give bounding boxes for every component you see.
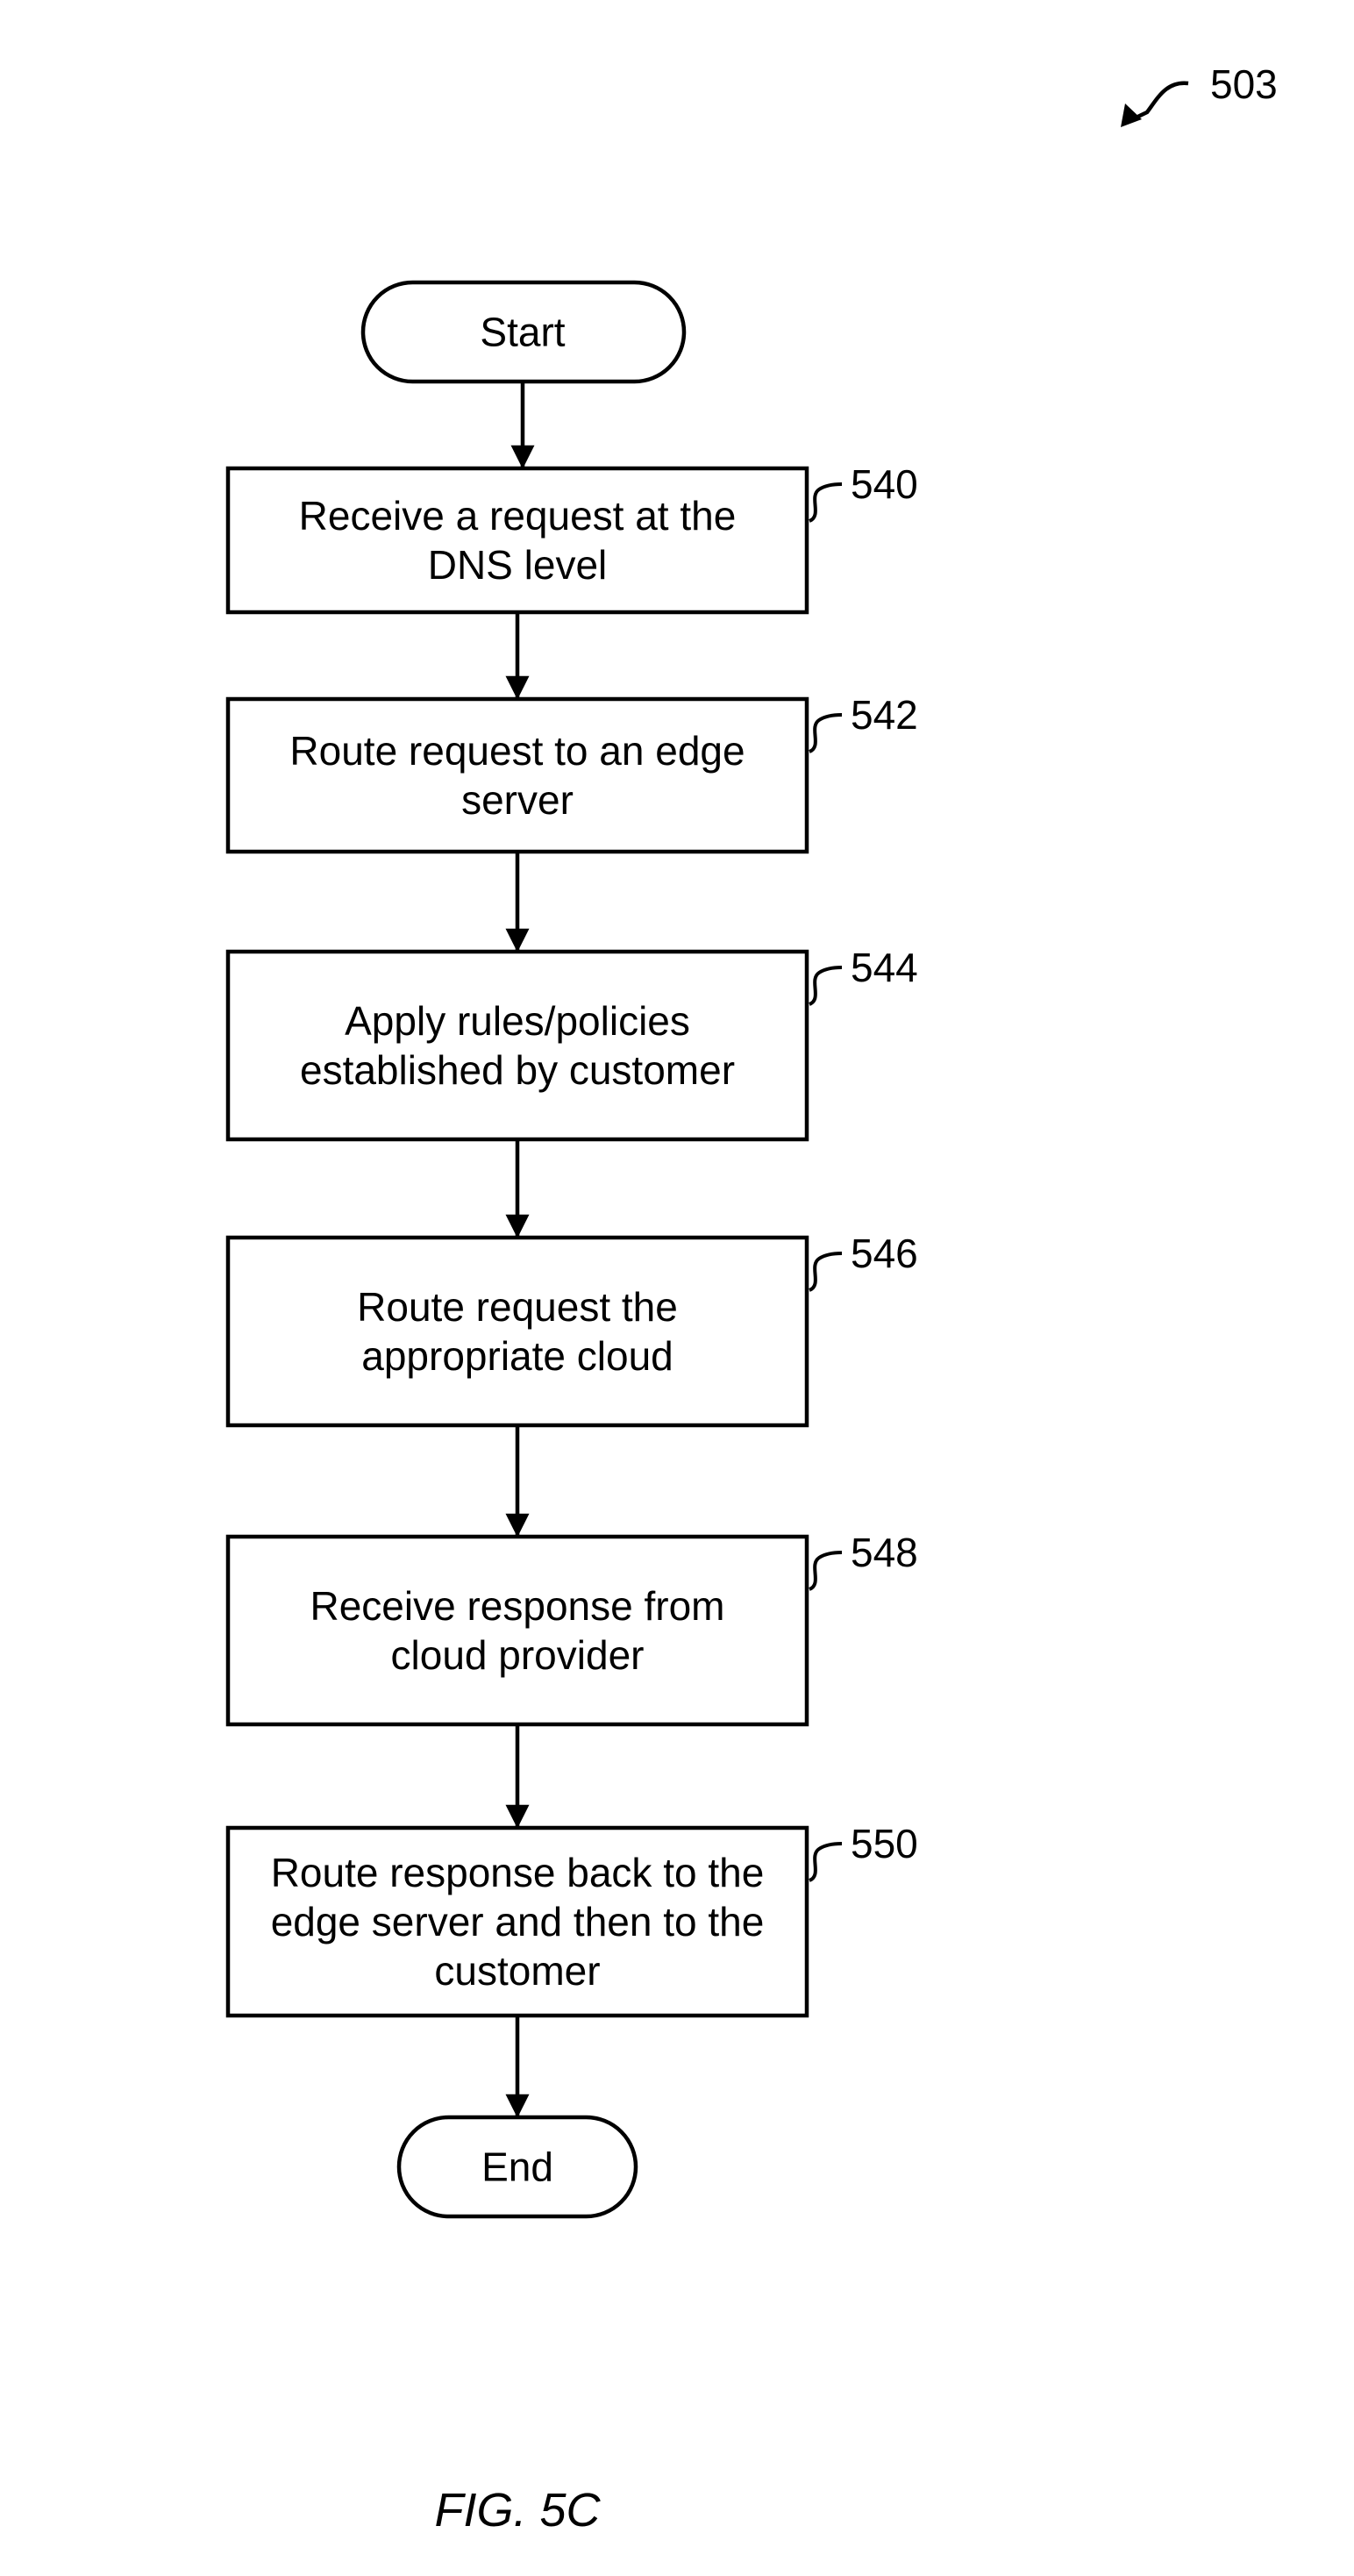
- node-text-line: Apply rules/policies: [345, 998, 690, 1044]
- node-text-line: Receive a request at the: [299, 493, 737, 539]
- flow-node-548: Receive response fromcloud provider 548: [228, 1530, 918, 1724]
- flow-node-546: Route request theappropriate cloud 546: [228, 1231, 918, 1425]
- reference-leader-546: [809, 1253, 842, 1290]
- reference-leader-544: [809, 967, 842, 1004]
- reference-leader-550: [809, 1844, 842, 1880]
- node-text-line: customer: [434, 1948, 600, 1994]
- reference-label-542: 542: [851, 692, 918, 738]
- flow-node-542: Route request to an edgeserver 542: [228, 692, 918, 852]
- flow-node-end: End: [399, 2117, 636, 2216]
- node-text-line: server: [461, 777, 574, 823]
- flow-node-550: Route response back to theedge server an…: [228, 1821, 918, 2016]
- node-text-line: Route request the: [357, 1284, 678, 1330]
- figure-reference: 503: [1121, 61, 1278, 127]
- node-text-line: Start: [480, 310, 565, 355]
- figure-reference-label: 503: [1210, 61, 1278, 107]
- node-text-line: appropriate cloud: [361, 1333, 673, 1379]
- reference-label-548: 548: [851, 1530, 918, 1575]
- reference-leader-540: [809, 484, 842, 521]
- node-text-line: edge server and then to the: [271, 1899, 765, 1944]
- reference-label-550: 550: [851, 1821, 918, 1866]
- node-text-line: Receive response from: [310, 1583, 725, 1629]
- node-text-line: Route request to an edge: [289, 728, 745, 774]
- node-text-line: cloud provider: [391, 1632, 645, 1678]
- flow-node-start: Start: [363, 282, 684, 382]
- process-box-548: [228, 1537, 807, 1724]
- reference-leader-548: [809, 1552, 842, 1589]
- process-box-540: [228, 468, 807, 612]
- reference-label-544: 544: [851, 945, 918, 990]
- node-text-line: Route response back to the: [271, 1850, 765, 1895]
- reference-label-546: 546: [851, 1231, 918, 1276]
- process-box-544: [228, 952, 807, 1139]
- reference-label-540: 540: [851, 461, 918, 507]
- figure-caption: FIG. 5C: [434, 2484, 601, 2537]
- node-text-line: End: [481, 2144, 553, 2190]
- node-text-line: DNS level: [428, 542, 608, 588]
- flow-node-540: Receive a request at theDNS level 540: [228, 461, 918, 612]
- flow-nodes: StartReceive a request at theDNS level 54…: [228, 282, 918, 2216]
- flow-node-544: Apply rules/policiesestablished by custo…: [228, 945, 918, 1139]
- process-box-546: [228, 1238, 807, 1425]
- process-box-542: [228, 699, 807, 852]
- node-text-line: established by customer: [300, 1047, 735, 1093]
- reference-leader-542: [809, 715, 842, 752]
